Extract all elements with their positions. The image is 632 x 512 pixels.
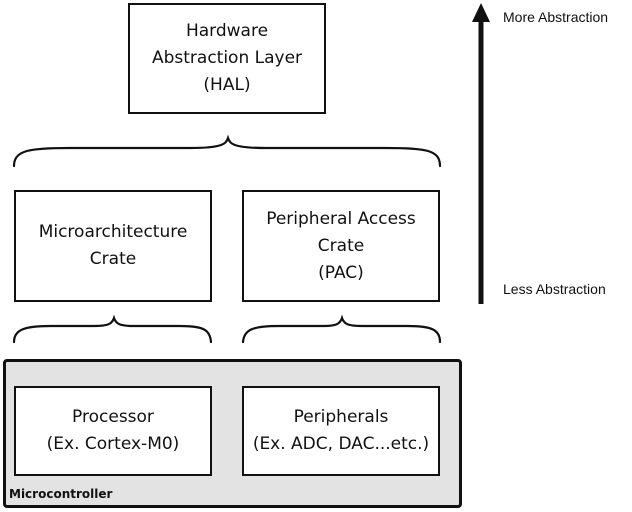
hal-box-line2: Abstraction Layer — [151, 48, 303, 68]
more-abstraction-label: More Abstraction — [503, 9, 609, 25]
pac-box-line2: Crate — [317, 235, 365, 256]
hal-box: Hardware Abstraction Layer (HAL) — [128, 3, 326, 114]
hal-box-line1: Hardware — [185, 21, 269, 41]
top-brace — [12, 134, 442, 168]
abstraction-arrow-head — [472, 3, 490, 22]
right-brace — [241, 314, 442, 344]
processor-box: Processor (Ex. Cortex-M0) — [14, 386, 212, 476]
pac-box-line1: Peripheral Access — [266, 208, 416, 229]
processor-box-line2: (Ex. Cortex-M0) — [46, 434, 180, 454]
hal-box-line3: (HAL) — [203, 75, 251, 95]
microarchitecture-box-line2: Crate — [89, 249, 137, 269]
less-abstraction-label: Less Abstraction — [503, 281, 606, 297]
microcontroller-label: Microcontroller — [9, 487, 113, 501]
processor-box-line1: Processor — [72, 407, 154, 427]
microarchitecture-crate-box: Microarchitecture Crate — [14, 190, 212, 302]
microarchitecture-box-line1: Microarchitecture — [38, 222, 188, 242]
pac-box-line3: (PAC) — [318, 262, 364, 283]
left-brace — [12, 314, 213, 344]
peripherals-box-line1: Peripherals — [293, 407, 389, 427]
peripherals-box-line2: (Ex. ADC, DAC...etc.) — [252, 434, 430, 454]
pac-box: Peripheral Access Crate (PAC) — [242, 190, 440, 302]
peripherals-box: Peripherals (Ex. ADC, DAC...etc.) — [242, 386, 440, 476]
